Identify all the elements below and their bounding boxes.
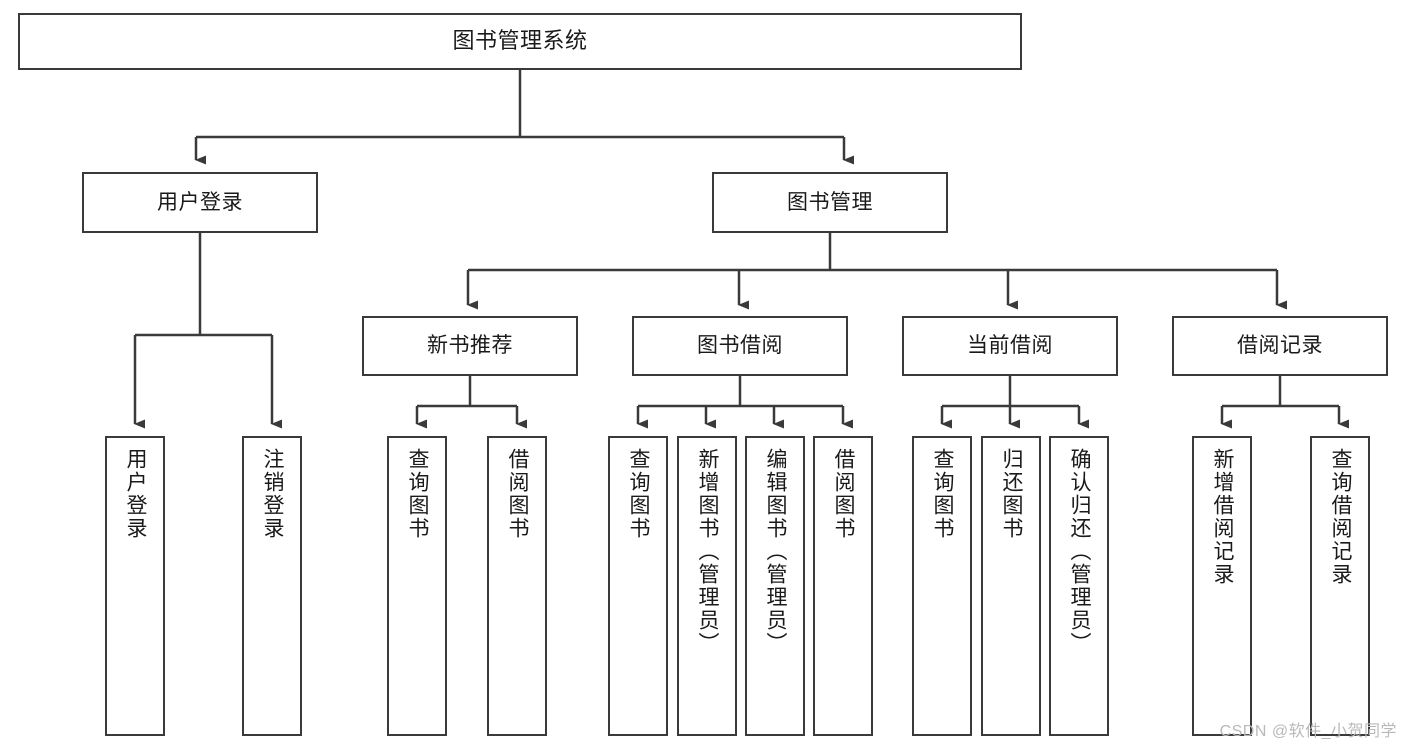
node-label: 用户登录 bbox=[157, 190, 243, 214]
leaf-borrow-edit-book-admin[interactable]: 编辑图书（管理员） bbox=[745, 436, 805, 736]
node-label: 注销登录 bbox=[261, 448, 285, 540]
node-label: 图书借阅 bbox=[697, 334, 783, 358]
leaf-record-add-record[interactable]: 新增借阅记录 bbox=[1192, 436, 1252, 736]
leaf-newbook-query-book[interactable]: 查询图书 bbox=[387, 436, 447, 736]
node-book-management[interactable]: 图书管理 bbox=[712, 172, 948, 233]
csdn-watermark: CSDN @软件_小贺同学 bbox=[1219, 723, 1397, 740]
leaf-current-query-book[interactable]: 查询图书 bbox=[912, 436, 972, 736]
node-label: 新增图书（管理员） bbox=[696, 448, 720, 655]
connector-newbook-to-leaves bbox=[415, 376, 527, 429]
leaf-record-query-record[interactable]: 查询借阅记录 bbox=[1310, 436, 1370, 736]
node-label: 查询图书 bbox=[406, 448, 430, 540]
leaf-current-confirm-return-admin[interactable]: 确认归还（管理员） bbox=[1049, 436, 1109, 736]
node-label: 借阅记录 bbox=[1237, 334, 1323, 358]
node-current-borrow[interactable]: 当前借阅 bbox=[902, 316, 1118, 376]
node-label: 新书推荐 bbox=[427, 334, 513, 358]
leaf-user-login-signin[interactable]: 用户登录 bbox=[105, 436, 165, 736]
node-label: 新增借阅记录 bbox=[1211, 448, 1235, 586]
connector-bookmanage-to-level2 bbox=[466, 233, 1287, 310]
connector-root-to-level1 bbox=[196, 70, 844, 139]
node-book-borrow[interactable]: 图书借阅 bbox=[632, 316, 848, 376]
leaf-newbook-borrow-book[interactable]: 借阅图书 bbox=[487, 436, 547, 736]
node-label: 归还图书 bbox=[1000, 448, 1024, 540]
leaf-borrow-add-book-admin[interactable]: 新增图书（管理员） bbox=[677, 436, 737, 736]
node-new-book-recommend[interactable]: 新书推荐 bbox=[362, 316, 578, 376]
connector-current-to-leaves bbox=[940, 376, 1089, 429]
leaf-user-login-signout[interactable]: 注销登录 bbox=[242, 436, 302, 736]
node-label: 图书管理系统 bbox=[452, 28, 588, 54]
node-label: 确认归还（管理员） bbox=[1068, 448, 1092, 655]
node-label: 借阅图书 bbox=[506, 448, 530, 540]
node-label: 查询图书 bbox=[931, 448, 955, 540]
connector-userlogin-to-leaves bbox=[133, 233, 282, 429]
leaf-borrow-borrow-book[interactable]: 借阅图书 bbox=[813, 436, 873, 736]
node-label: 图书管理 bbox=[787, 190, 873, 214]
leaf-current-return-book[interactable]: 归还图书 bbox=[981, 436, 1041, 736]
node-label: 借阅图书 bbox=[832, 448, 856, 540]
node-label: 查询图书 bbox=[627, 448, 651, 540]
node-label: 查询借阅记录 bbox=[1329, 448, 1353, 586]
node-root-system[interactable]: 图书管理系统 bbox=[18, 13, 1022, 70]
leaf-borrow-query-book[interactable]: 查询图书 bbox=[608, 436, 668, 736]
node-label: 编辑图书（管理员） bbox=[764, 448, 788, 655]
connector-borrow-to-leaves bbox=[636, 376, 853, 429]
connector-record-to-leaves bbox=[1220, 376, 1349, 429]
node-label: 当前借阅 bbox=[967, 334, 1053, 358]
node-user-login[interactable]: 用户登录 bbox=[82, 172, 318, 233]
node-label: 用户登录 bbox=[124, 448, 148, 540]
node-borrow-record[interactable]: 借阅记录 bbox=[1172, 316, 1388, 376]
